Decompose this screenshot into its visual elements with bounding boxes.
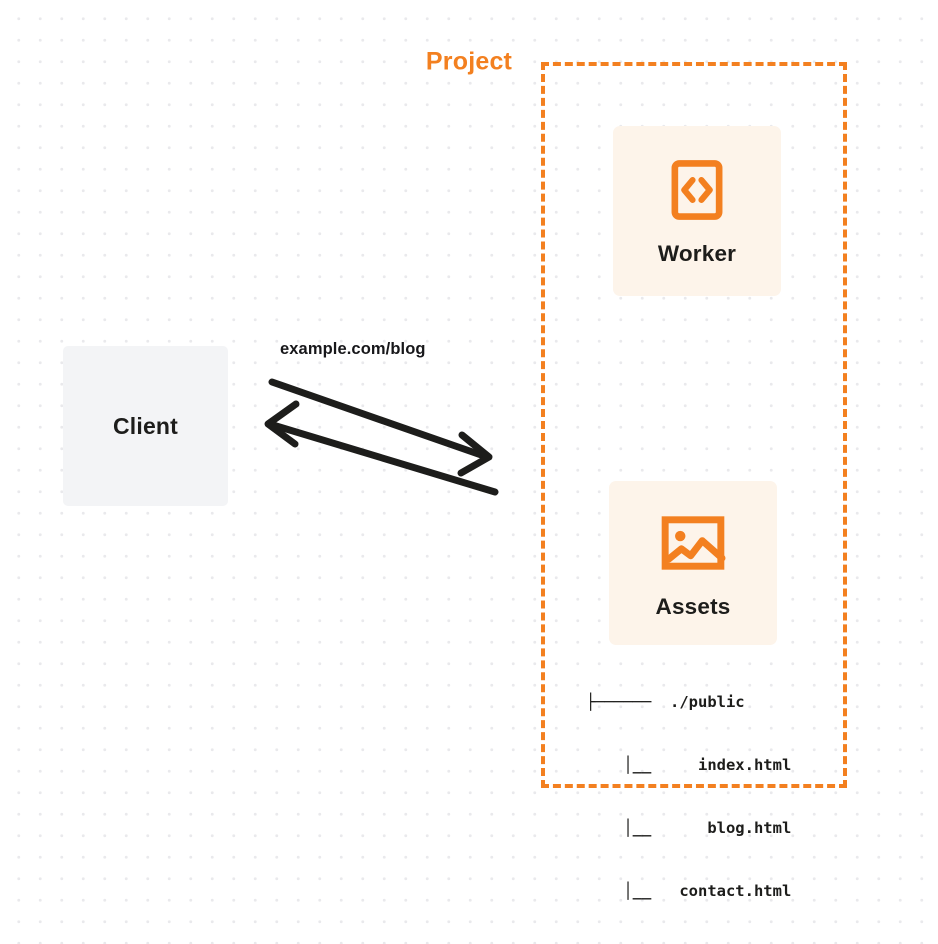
response-arrow-icon: [264, 400, 499, 496]
file-tree-row: │__ contact.html: [586, 882, 792, 900]
file-tree-row: │__ blog.html: [586, 819, 792, 837]
file-tree-row: ├────── ./public: [586, 693, 745, 711]
file-tree-row: │__ index.html: [586, 756, 792, 774]
assets-node[interactable]: Assets: [609, 481, 777, 645]
project-title: Project: [419, 47, 519, 77]
image-picture-icon: [661, 516, 726, 570]
project-boundary: [541, 62, 847, 788]
assets-label: Assets: [655, 594, 731, 619]
worker-node[interactable]: Worker: [613, 126, 781, 296]
client-node[interactable]: Client: [63, 346, 228, 506]
client-label: Client: [112, 412, 179, 439]
assets-file-tree: ├────── ./public │__ index.html │__ blog…: [586, 650, 791, 944]
worker-label: Worker: [657, 241, 737, 266]
code-brackets-icon: [671, 160, 723, 220]
diagram-canvas: Client example.com/blog Project Worker: [63, 47, 847, 900]
request-arrow-icon: [268, 378, 493, 477]
connector-url-label: example.com/blog: [280, 340, 426, 358]
